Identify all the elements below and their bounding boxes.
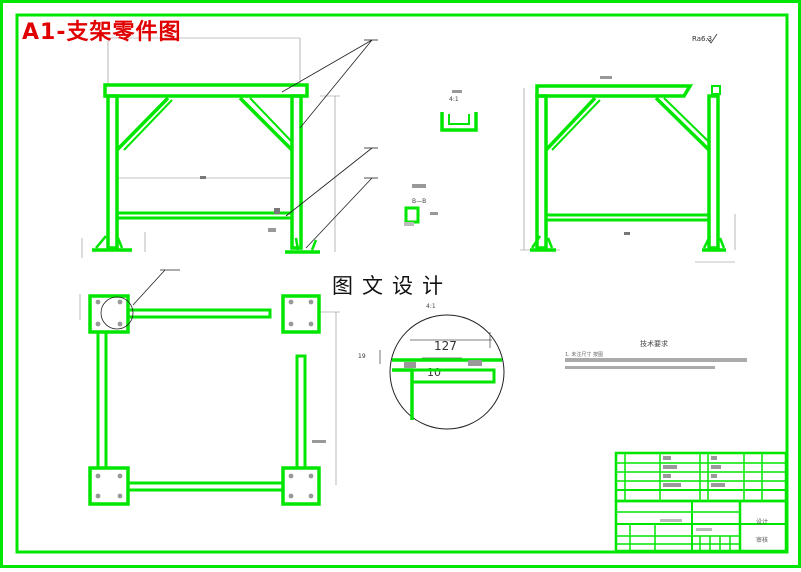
- small-sections: B—B: [404, 184, 438, 226]
- svg-text:B—B: B—B: [412, 198, 426, 205]
- svg-text:4:1: 4:1: [449, 96, 459, 103]
- svg-text:4:1: 4:1: [426, 303, 436, 310]
- tech-requirements: 技术要求 1. 未注尺寸 按图: [565, 339, 747, 369]
- title-block: 设计 审核: [614, 451, 788, 553]
- roughness-mark: Ra6.3: [692, 35, 712, 43]
- roughness-symbol-icon: [706, 33, 718, 44]
- channel-section: 4:1: [440, 90, 478, 132]
- tech-heading: 技术要求: [640, 339, 668, 348]
- dim-19: 19: [358, 353, 366, 360]
- tech-line-1: 1. 未注尺寸 按图: [565, 351, 603, 358]
- front-view: [81, 37, 378, 258]
- sheet-title: A1-支架零件图: [22, 20, 182, 45]
- inner-frame: [15, 13, 789, 554]
- dim-127: 127: [434, 339, 457, 353]
- title-block-design: 设计: [756, 518, 768, 526]
- top-view: [79, 269, 340, 506]
- side-view: [520, 76, 736, 263]
- title-block-check: 审核: [756, 536, 768, 544]
- watermark-text: 图文设计: [332, 274, 452, 298]
- dim-10: 10: [427, 366, 441, 379]
- detail-view: 4:1 127 10 19: [358, 303, 505, 430]
